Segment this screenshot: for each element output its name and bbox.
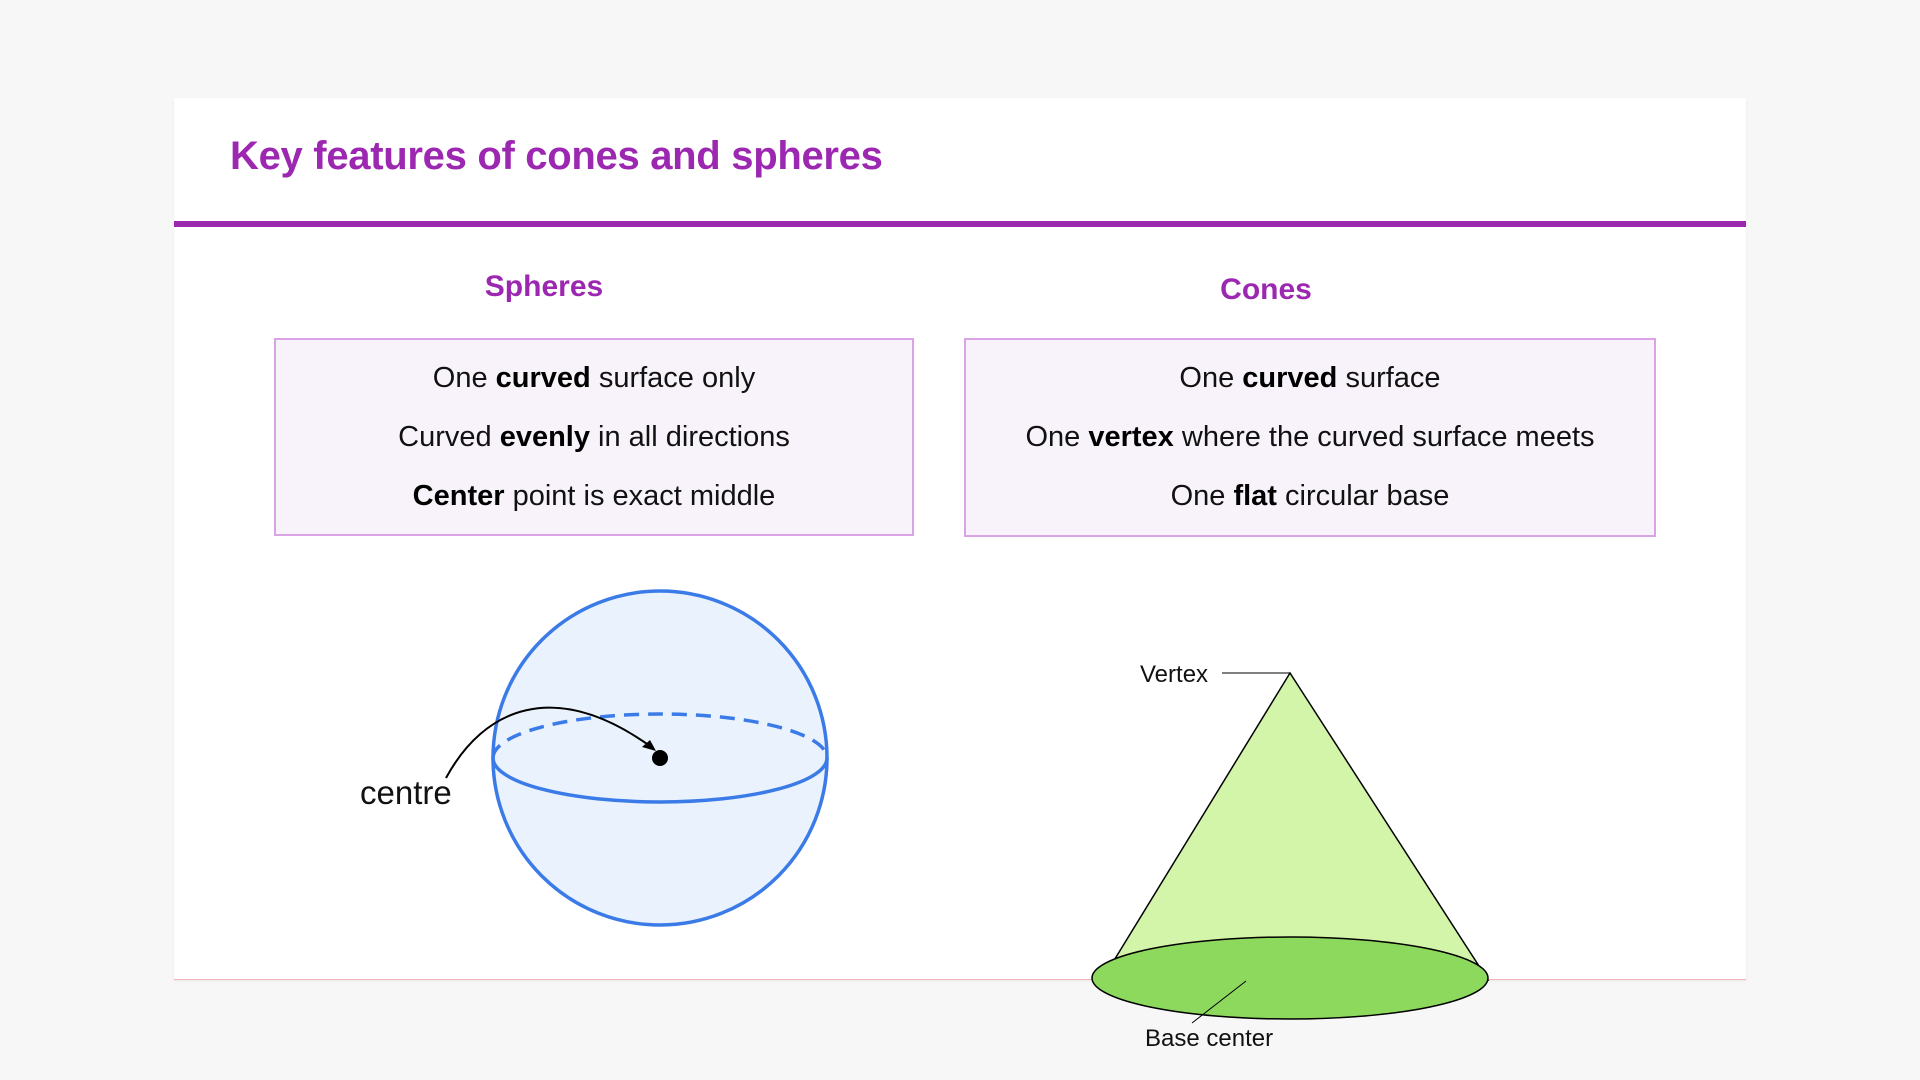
base-center-leader-line: [1191, 980, 1247, 1024]
spheres-feature-box: One curved surface only Curved evenly in…: [274, 338, 914, 536]
cone-base: [1091, 936, 1489, 1020]
sphere-equator-back: [491, 712, 829, 759]
arrow-head-icon: [642, 740, 656, 751]
title-divider: [174, 221, 1746, 227]
sphere-diagram: centre: [360, 589, 829, 927]
cones-feature-box: One curved surface One vertex where the …: [964, 338, 1656, 537]
cones-feature-3: One flat circular base: [1170, 480, 1450, 512]
cones-heading: Cones: [1220, 273, 1312, 306]
spheres-heading: Spheres: [484, 270, 604, 303]
slide: Key features of cones and spheres Sphere…: [174, 98, 1746, 1052]
centre-label: centre: [360, 774, 452, 811]
slide-title: Key features of cones and spheres: [230, 134, 883, 178]
vertex-label: Vertex: [1140, 661, 1208, 688]
cone-body: [1100, 671, 1490, 981]
sphere-equator-front: [491, 757, 829, 804]
centre-point: [652, 750, 668, 766]
centre-arrow: [445, 706, 651, 779]
spheres-feature-3: Center point is exact middle: [412, 479, 776, 512]
spheres-feature-1: One curved surface only: [432, 361, 756, 394]
cones-feature-2: One vertex where the curved surface meet…: [1025, 421, 1595, 453]
spheres-feature-2: Curved evenly in all directions: [398, 420, 790, 453]
base-center-label: Base center: [1145, 1025, 1273, 1052]
cone-diagram: Vertex Base center: [1091, 661, 1490, 1052]
cones-feature-1: One curved surface: [1179, 362, 1441, 394]
